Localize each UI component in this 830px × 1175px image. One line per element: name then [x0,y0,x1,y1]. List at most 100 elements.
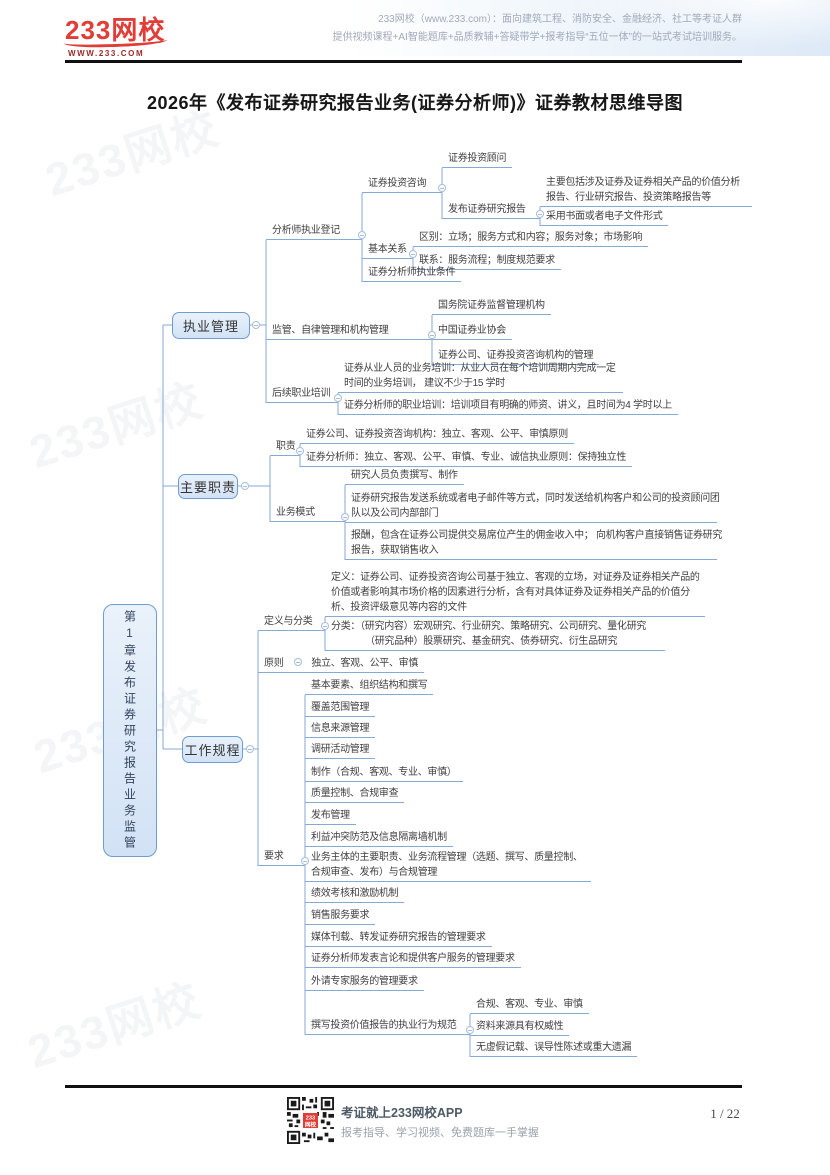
node-principles: 原则 独立、客观、公平、审慎 [258,656,425,673]
node-line: 价值或者影响其市场价格的因素进行分析，含有对具体证券及证券相关产品的价值分 [331,587,690,598]
header-taglines: 233网校（www.233.com）：面向建筑工程、消防安全、金融经济、社工等考… [333,11,742,47]
node-line: 报酬，包含在证券公司提供交易席位产生的佣金收入中； 向机构客户直接销售证券研究 [351,530,723,541]
node-information-source-management: 信息来源管理 [305,721,376,738]
node-label: 基本关系 [368,244,407,255]
node-basic-relationship: 基本关系 [362,242,417,259]
root-node: 第1章发布证券研究报告业务监管 [103,604,157,857]
node-company-management: 证券公司、证券投资咨询机构的管理 [432,348,600,365]
node-line: 证券从业人员的业务培训：从业人员在每个培训周期内完成一定 [344,363,616,374]
header-divider [65,60,742,63]
qr-center-label-line1: 233 [306,1116,315,1122]
node-securities-investment-consulting: 证券投资咨询 [362,176,446,193]
node-analyst-practice-conditions: 证券分析师执业条件 [362,265,462,282]
node-external-experts: 外请专家服务的管理要求 [305,974,424,991]
qr-code: 233 网校 [287,1097,334,1144]
collapse-icon[interactable] [321,622,329,630]
footer-app-subtitle: 报考指导、学习视频、免费题库一手掌握 [341,1127,539,1139]
node-release-management: 发布管理 [305,808,356,825]
node-coverage-management: 覆盖范围管理 [305,700,376,717]
footer-divider [65,1085,742,1088]
node-differences: 区别：立场；服务方式和内容；服务对象；市场影响 [413,230,649,247]
node-investment-value-report-norms: 撰写投资价值报告的执业行为规范 [305,1018,474,1035]
node-line: 析、投资评级意见等内容的文件 [331,602,467,613]
node-label: 证券投资咨询 [368,178,427,189]
node-line: （研究品种）股票研究、基金研究、债券研究、衍生品研究 [365,636,618,647]
node-analyst-principles: 证券分析师：独立、客观、公平、审慎、专业、诚信执业原则：保持独立性 [300,450,633,467]
node-label: 撰写投资价值报告的执业行为规范 [311,1020,457,1031]
tagline-line-1: 233网校（www.233.com）：面向建筑工程、消防安全、金融经济、社工等考… [378,14,742,25]
branch-work-procedures: 工作规程 [182,736,243,763]
node-classification: 分类：（研究内容）宏观研究、行业研究、策略研究、公司研究、量化研究 （研究品种）… [325,619,665,651]
node-label: 监管、自律管理和机构管理 [272,325,389,336]
node-sales-service: 销售服务要求 [305,908,376,925]
collapse-icon[interactable] [409,250,417,258]
header-banner [0,0,830,56]
node-analyst-training: 证券分析师的职业培训：培训项目有明确的师资、讲义，且时间为4 学时以上 [338,398,678,415]
node-label: 业务模式 [276,507,315,518]
collapse-icon[interactable] [358,231,366,239]
node-analyst-registration: 分析师执业登记 [266,223,366,240]
node-compliance-principles: 合规、客观、专业、审慎 [470,997,589,1014]
node-production: 制作（合规、客观、专业、审慎） [305,765,463,782]
node-line: 队以及公司内部部门 [351,508,439,519]
node-performance-incentive: 绩效考核和激励机制 [305,886,405,903]
node-report-form: 采用书面或者电子文件形式 [540,209,669,226]
node-line: 合规审查、发布）与合规管理 [311,867,438,878]
node-research-activity-management: 调研活动管理 [305,742,376,759]
page-indicator: 1 / 22 [710,1106,740,1121]
node-researcher-writing: 研究人员负责撰写、制作 [345,468,464,485]
node-authoritative-sources: 资料来源具有权威性 [470,1019,570,1036]
footer-app-title: 考证就上233网校APP [341,1106,463,1120]
node-line: 报告，获取销售收入 [351,545,439,556]
node-value: 独立、客观、公平、审慎 [311,658,419,669]
node-label: 发布证券研究报告 [448,204,526,215]
node-basic-elements: 基本要素、组织结构和撰写 [305,678,434,695]
collapse-icon[interactable] [293,658,302,666]
node-report-scope: 主要包括涉及证券及证券相关产品的价值分析 报告、行业研究报告、投资策略报告等 [540,175,752,207]
brand-website: www.233.com [68,49,145,58]
node-label: 定义与分类 [264,616,313,627]
collapse-icon[interactable] [334,394,342,402]
node-media-reprint: 媒体刊载、转发证券研究报告的管理要求 [305,930,492,947]
node-business-process-management: 业务主体的主要职责、业务流程管理（选题、撰写、质量控制、 合规审查、发布）与合规… [305,850,591,882]
page-title: 2026年《发布证券研究报告业务(证券分析师)》证券教材思维导图 [146,93,684,113]
node-quality-control: 质量控制、合规审查 [305,786,405,803]
node-definition: 定义：证券公司、证券投资咨询公司基于独立、客观的立场，对证券及证券相关产品的 价… [325,570,705,617]
collapse-icon[interactable] [466,1026,474,1034]
node-label: 后续职业培训 [272,388,331,399]
node-report-delivery: 证券研究报告发送系统或者电子邮件等方式，同时发送给机构客户和公司的投资顾问团 队… [345,491,720,523]
collapse-icon[interactable] [241,482,249,490]
node-analyst-speech: 证券分析师发表言论和提供客户服务的管理要求 [305,951,521,968]
node-label: 要求 [264,851,284,862]
node-practitioner-training: 证券从业人员的业务培训：从业人员在每个培训周期内完成一定 时间的业务培训， 建议… [338,361,623,393]
banner-wave-decoration [530,0,830,56]
branch-main-duties: 主要职责 [178,474,238,499]
tagline-line-2: 提供视频课程+AI智能题库+品质教辅+答疑带学+报考指导“五位一体”的一站式考试… [332,32,742,43]
collapse-icon[interactable] [301,857,309,865]
collapse-icon[interactable] [252,321,260,329]
node-continuing-training: 后续职业培训 [266,386,342,403]
node-supervision-management: 监管、自律管理和机构管理 [266,323,436,340]
node-state-council-regulator: 国务院证券监督管理机构 [432,298,551,315]
node-line: 时间的业务培训， 建议不少于15 学时 [344,378,505,389]
collapse-icon[interactable] [438,184,446,192]
collapse-icon[interactable] [296,447,304,455]
node-institution-principles: 证券公司、证券投资咨询机构：独立、客观、公平、审慎原则 [300,427,574,444]
node-securities-association: 中国证券业协会 [432,323,512,340]
node-publish-research-report: 发布证券研究报告 [442,202,544,219]
root-node-label: 第1章发布证券研究报告业务监管 [122,609,137,852]
collapse-icon[interactable] [428,331,436,339]
collapse-icon[interactable] [536,210,544,218]
node-line: 报告、行业研究报告、投资策略报告等 [546,192,711,203]
node-no-false-records: 无虚假记载、误导性陈述或重大遗漏 [470,1040,638,1057]
node-conflict-of-interest: 利益冲突防范及信息隔离墙机制 [305,830,453,847]
node-investment-advisor: 证券投资顾问 [442,151,513,168]
collapse-icon[interactable] [341,513,349,521]
node-business-model: 业务模式 [270,505,349,522]
node-line: 业务主体的主要职责、业务流程管理（选题、撰写、质量控制、 [311,852,583,863]
node-label: 职责 [276,441,296,452]
node-line: 定义：证券公司、证券投资咨询公司基于独立、客观的立场，对证券及证券相关产品的 [331,572,700,583]
collapse-icon[interactable] [246,745,254,753]
